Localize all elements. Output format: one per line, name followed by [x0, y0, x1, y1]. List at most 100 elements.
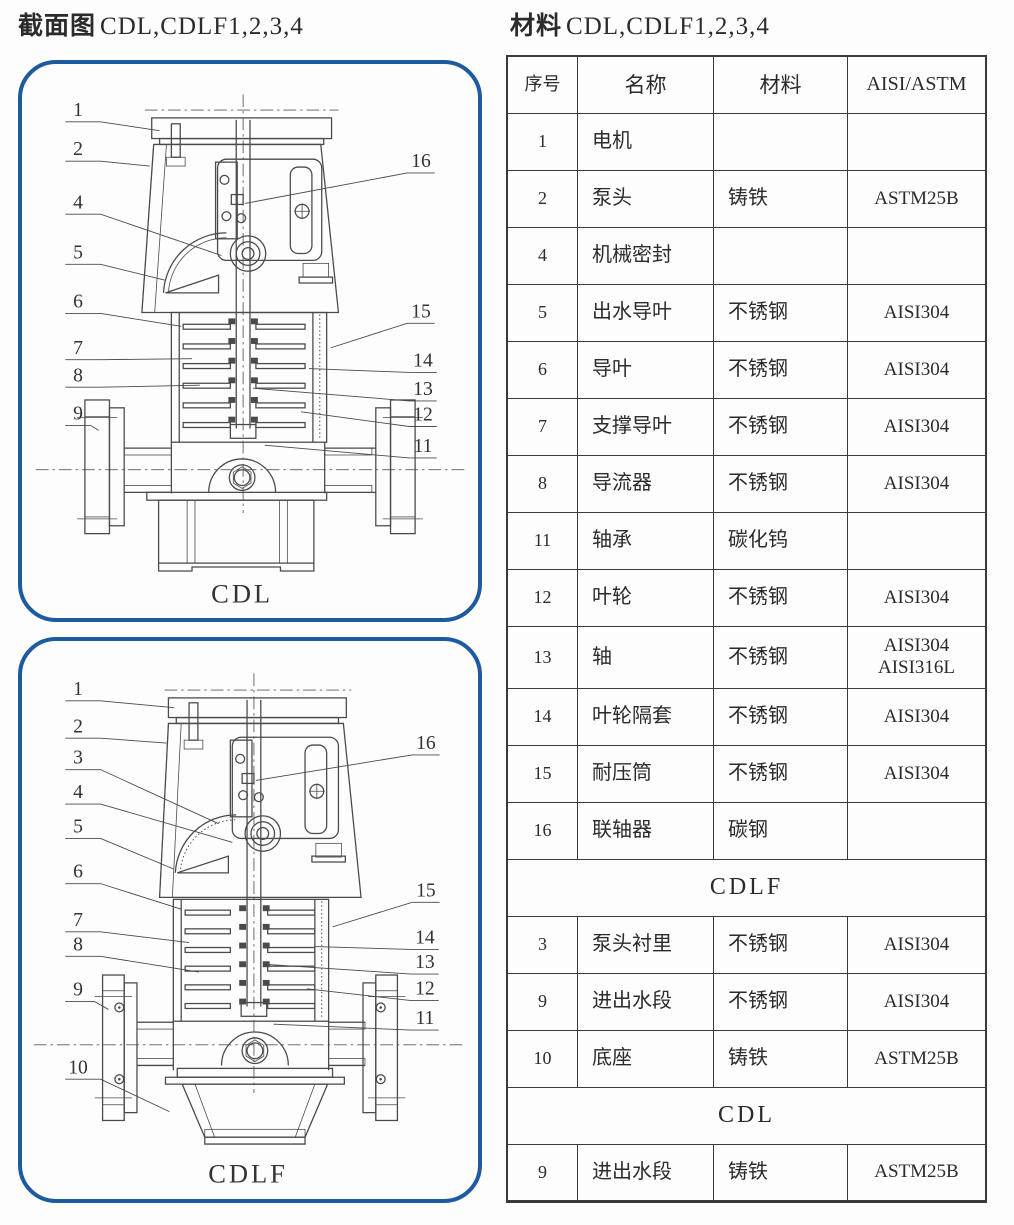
- cell-material: 不锈钢: [713, 568, 848, 627]
- cell-name: 轴: [577, 625, 714, 689]
- cdlf-caption: CDLF: [208, 1158, 288, 1188]
- cell-aisi-astm: [847, 511, 987, 570]
- callout-label: 16: [411, 150, 431, 172]
- cell-material: 不锈钢: [713, 625, 848, 689]
- table-section-row: CDL: [506, 1086, 987, 1145]
- section-label: CDL: [506, 1086, 987, 1145]
- cell-aisi-astm: AISI304: [847, 744, 987, 803]
- column-header-material: 材料: [713, 55, 848, 114]
- cdlf-diagram-box: 1 2 3 4 5 6 7 8 9 10 16 15 14 13 12 11 C…: [18, 637, 482, 1203]
- cell-no: 15: [506, 744, 578, 803]
- cell-material: 不锈钢: [713, 397, 848, 456]
- cell-name: 泵头: [577, 169, 714, 228]
- cdl-caption: CDL: [211, 578, 273, 608]
- cell-no: 5: [506, 283, 578, 342]
- callout-label: 9: [73, 403, 83, 425]
- cell-name: 支撑导叶: [577, 397, 714, 456]
- callout-label: 15: [416, 879, 436, 901]
- callout-label: 6: [73, 291, 83, 313]
- cell-aisi-astm: AISI304: [847, 687, 987, 746]
- callout-label: 3: [73, 747, 83, 769]
- cdl-diagram-box: 1 2 4 5 6 7 8 9 16 15 14 13 12 11 CDL: [18, 60, 482, 622]
- callout-label: 12: [415, 978, 435, 1000]
- cell-no: 3: [506, 915, 578, 974]
- cell-no: 14: [506, 687, 578, 746]
- callout-label: 8: [73, 364, 83, 386]
- callout-label: 5: [73, 241, 83, 263]
- sectional-view-heading: 截面图 CDL,CDLF1,2,3,4: [18, 6, 304, 42]
- callout-label: 13: [413, 378, 433, 400]
- cell-aisi-astm: [847, 226, 987, 285]
- cell-aisi-astm: [847, 801, 987, 860]
- materials-heading: 材料 CDL,CDLF1,2,3,4: [510, 6, 770, 42]
- sectional-view-heading-zh: 截面图: [18, 12, 97, 40]
- cell-aisi-astm: ASTM25B: [847, 1029, 987, 1088]
- cell-no: 9: [506, 972, 578, 1031]
- cell-name: 电机: [577, 112, 714, 171]
- cell-name: 轴承: [577, 511, 714, 570]
- table-section-row: CDLF: [506, 858, 987, 917]
- callout-label: 14: [415, 927, 435, 949]
- cell-material: 碳钢: [713, 801, 848, 860]
- cell-material: 铸铁: [713, 1143, 848, 1202]
- sectional-view-heading-models: CDL,CDLF1,2,3,4: [100, 13, 304, 40]
- cell-no: 4: [506, 226, 578, 285]
- cell-material: [713, 226, 848, 285]
- cell-aisi-astm: AISI304: [847, 283, 987, 342]
- cell-material: [713, 112, 848, 171]
- cell-name: 泵头衬里: [577, 915, 714, 974]
- cdlf-sectional-drawing: 1 2 3 4 5 6 7 8 9 10 16 15 14 13 12 11 C…: [33, 673, 467, 1188]
- cell-name: 耐压筒: [577, 744, 714, 803]
- callout-label: 6: [73, 861, 83, 883]
- cell-material: 不锈钢: [713, 744, 848, 803]
- cell-aisi-astm: ASTM25B: [847, 169, 987, 228]
- cell-material: 不锈钢: [713, 454, 848, 513]
- cell-material: 不锈钢: [713, 283, 848, 342]
- cell-aisi-astm: AISI304: [847, 340, 987, 399]
- cell-material: 不锈钢: [713, 687, 848, 746]
- callout-label: 14: [413, 350, 433, 372]
- cell-material: 不锈钢: [713, 340, 848, 399]
- cell-material: 不锈钢: [713, 972, 848, 1031]
- cell-aisi-astm: AISI304: [847, 397, 987, 456]
- cell-name: 出水导叶: [577, 283, 714, 342]
- callout-label: 16: [416, 732, 436, 754]
- cell-name: 底座: [577, 1029, 714, 1088]
- cell-name: 进出水段: [577, 1143, 714, 1202]
- callout-label: 8: [73, 933, 83, 955]
- column-header-aisi-astm: AISI/ASTM: [847, 55, 987, 114]
- callout-label: 12: [413, 404, 433, 426]
- cell-no: 7: [506, 397, 578, 456]
- cell-material: 不锈钢: [713, 915, 848, 974]
- callout-label: 11: [414, 435, 433, 457]
- callout-label: 1: [73, 678, 83, 700]
- callout-label: 7: [73, 909, 83, 931]
- cell-material: 铸铁: [713, 169, 848, 228]
- table-header-row: 序号 名称 材料 AISI/ASTM: [506, 55, 987, 114]
- callout-label: 2: [73, 138, 83, 160]
- cell-aisi-astm: AISI304: [847, 568, 987, 627]
- cell-aisi-astm: AISI304: [847, 915, 987, 974]
- callout-label: 4: [73, 191, 83, 213]
- callout-label: 15: [411, 300, 431, 322]
- column-header-name: 名称: [577, 55, 714, 114]
- callout-label: 5: [73, 816, 83, 838]
- cell-no: 1: [506, 112, 578, 171]
- materials-heading-models: CDL,CDLF1,2,3,4: [566, 13, 770, 40]
- cell-aisi-astm: AISI304: [847, 454, 987, 513]
- cell-no: 2: [506, 169, 578, 228]
